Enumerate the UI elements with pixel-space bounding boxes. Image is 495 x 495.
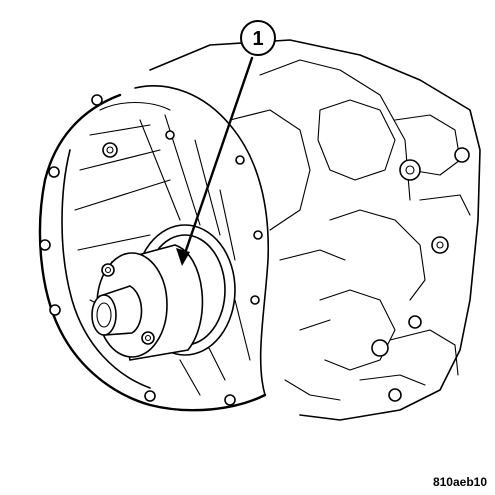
callout-label: 1 bbox=[252, 28, 263, 50]
flange-bolt-holes bbox=[39, 94, 263, 406]
callout-leader-line bbox=[180, 56, 254, 264]
seal-installer-tool bbox=[91, 244, 204, 361]
callout-1: 1 bbox=[240, 20, 276, 56]
figure-id: 810aeb10 bbox=[432, 475, 487, 489]
case-bolts bbox=[371, 147, 470, 402]
bell-housing bbox=[38, 85, 270, 412]
callout-arrowhead bbox=[176, 248, 190, 266]
transmission-case bbox=[149, 39, 481, 421]
